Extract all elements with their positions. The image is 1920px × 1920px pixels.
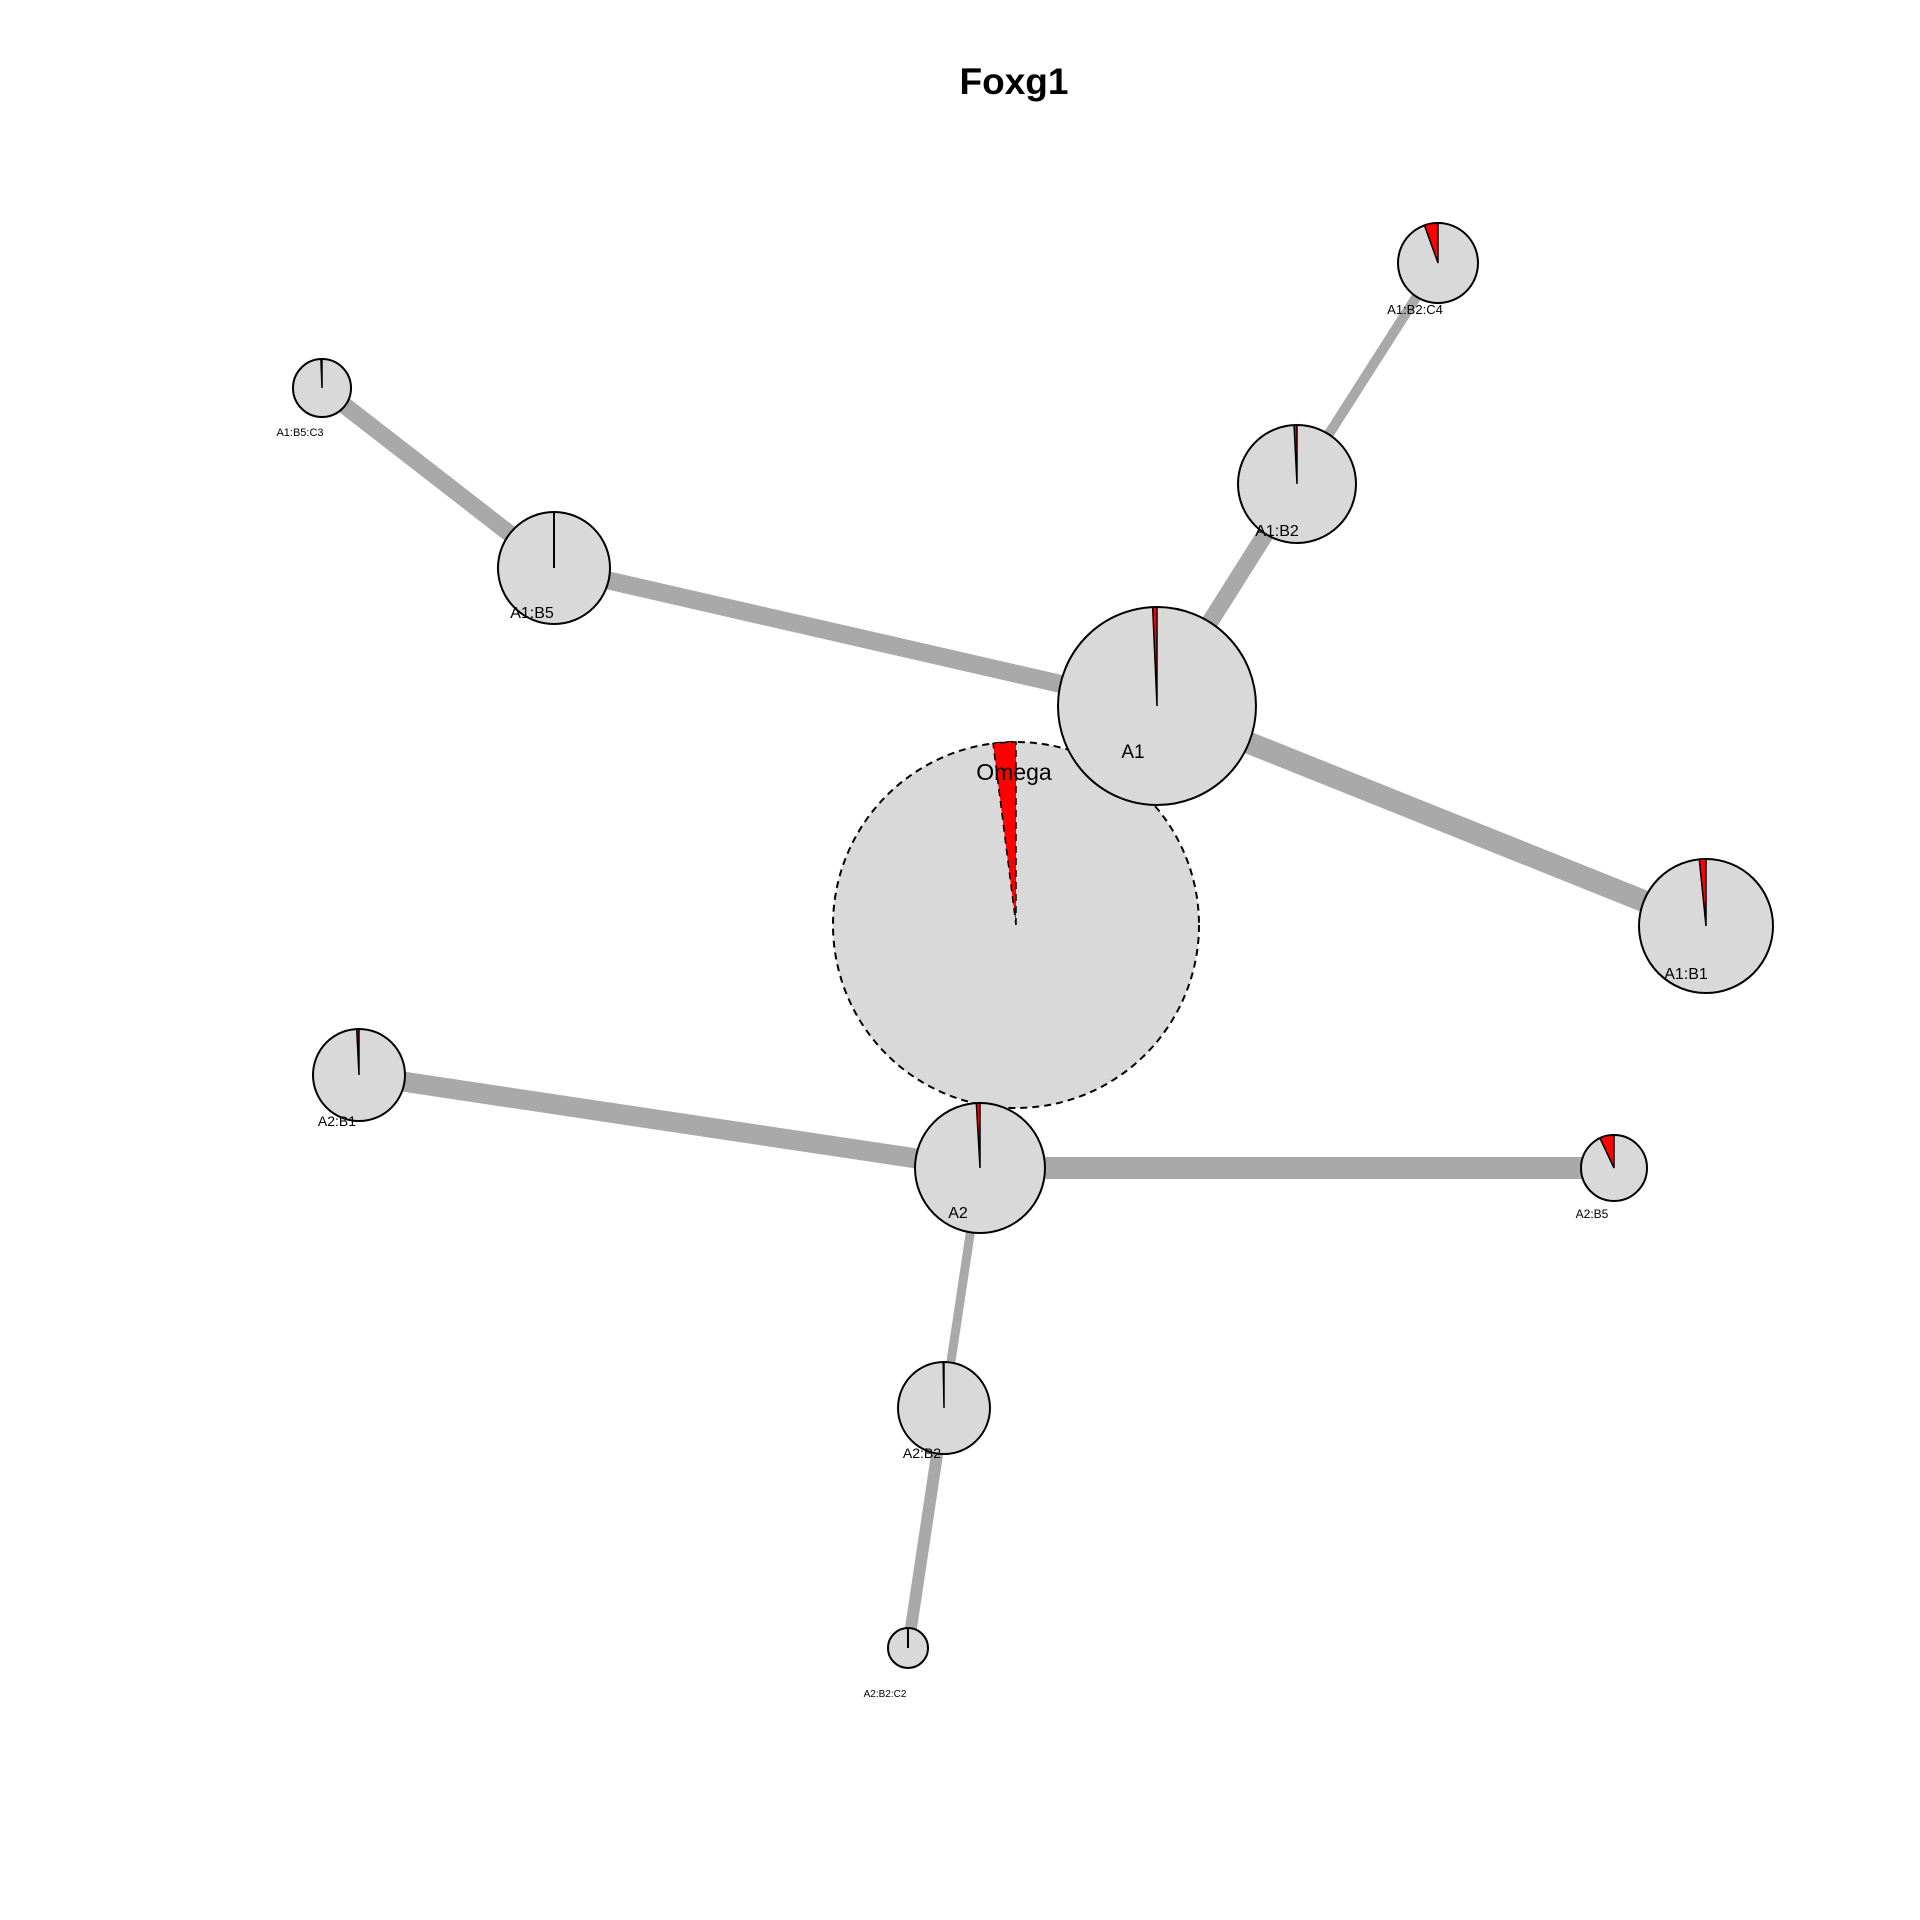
node-a1-b1: A1:B1 xyxy=(1638,858,1774,994)
node-a1-b5-c3: A1:B5:C3 xyxy=(276,358,352,439)
pie-slice xyxy=(355,1028,360,1076)
node-label: A1:B5 xyxy=(510,605,554,622)
node-label: A2:B1 xyxy=(318,1113,356,1129)
pie-slice xyxy=(320,358,323,389)
pie-slice xyxy=(1423,222,1439,264)
diagram-title: Foxg1 xyxy=(960,61,1069,102)
pie-slice xyxy=(1151,606,1158,707)
pie-slice xyxy=(992,741,1017,926)
node-label: A1:B5:C3 xyxy=(276,427,323,439)
pie-slice xyxy=(1698,858,1707,927)
node-label: A2:B2:C2 xyxy=(864,1689,907,1700)
node-label: A2 xyxy=(948,1205,968,1222)
node-a1-b2-c4: A1:B2:C4 xyxy=(1387,222,1479,317)
node-label: A1:B2 xyxy=(1255,523,1299,540)
node-a2-b2: A2:B2 xyxy=(897,1361,991,1461)
edge-a2-to-a2-b1 xyxy=(357,1065,982,1178)
node-label: A2:B2 xyxy=(903,1445,941,1461)
node-label: A1:B2:C4 xyxy=(1387,302,1443,317)
node-label: A2:B5 xyxy=(1576,1207,1609,1221)
node-omega: Omega xyxy=(832,741,1200,1109)
node-label: Omega xyxy=(976,759,1052,785)
pie-slice xyxy=(942,1361,945,1409)
pie-slice xyxy=(1293,424,1298,485)
node-a2: A2 xyxy=(914,1102,1046,1234)
node-a1-b5: A1:B5 xyxy=(497,511,611,625)
node-a1: A1 xyxy=(1057,606,1257,806)
node-label: A1:B1 xyxy=(1664,966,1708,983)
node-label: A1 xyxy=(1121,742,1144,763)
node-a2-b1: A2:B1 xyxy=(312,1028,406,1129)
node-a1-b2: A1:B2 xyxy=(1237,424,1357,544)
pie-slice xyxy=(1598,1134,1615,1169)
node-a2-b2-c2: A2:B2:C2 xyxy=(864,1627,929,1700)
pie-slice xyxy=(975,1102,981,1169)
edge-a1-to-a1-b5 xyxy=(551,559,1160,715)
node-a2-b5: A2:B5 xyxy=(1576,1134,1648,1221)
